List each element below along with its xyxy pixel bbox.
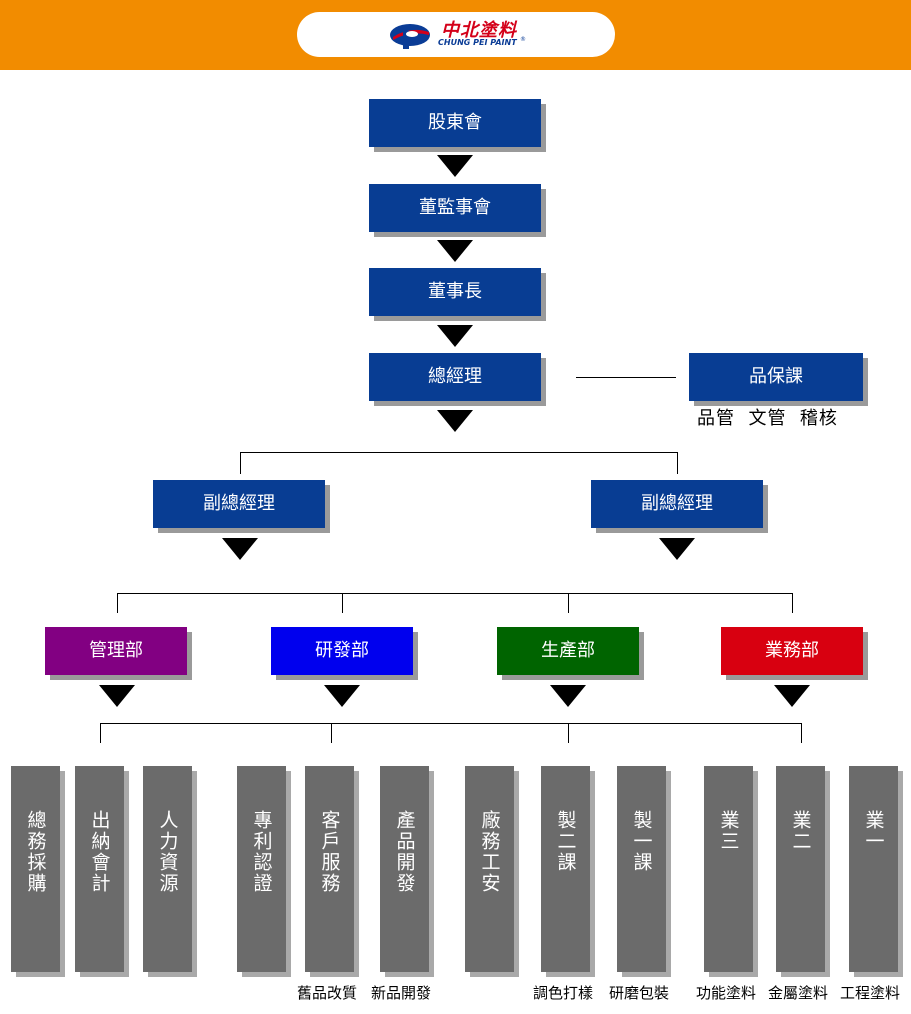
logo-name-en: CHUNG PEI PAINT [438, 38, 517, 47]
connector-line [100, 723, 101, 743]
unit-production-2: 製二課 [541, 766, 590, 972]
node-sales-dept: 業務部 [721, 627, 863, 675]
connector-line [117, 593, 118, 613]
unit-customer-service: 客戶服務 [305, 766, 354, 972]
connector-line [677, 452, 678, 474]
node-board: 董監事會 [369, 184, 541, 232]
header-bar: 中北塗料 CHUNG PEI PAINT ® [0, 0, 911, 70]
logo-name-cn: 中北塗料 [441, 20, 517, 41]
caption: 金屬塗料 [768, 984, 829, 1002]
unit-general-affairs: 總務採購 [11, 766, 60, 972]
unit-accounting: 出納會計 [75, 766, 124, 972]
unit-hr: 人力資源 [143, 766, 192, 972]
caption: 功能塗料 [696, 984, 757, 1002]
qa-subtitle: 品管 文管 稽核 [697, 408, 838, 429]
arrow-down-icon [437, 155, 473, 177]
connector-line [568, 593, 569, 613]
unit-patent: 專利認證 [237, 766, 286, 972]
unit-sales-1: 業一 [849, 766, 898, 972]
arrow-down-icon [324, 685, 360, 707]
arrow-down-icon [774, 685, 810, 707]
connector-line [801, 723, 802, 743]
connector-line [792, 593, 793, 613]
connector-line [568, 723, 569, 743]
connector-line [331, 723, 332, 743]
arrow-down-icon [550, 685, 586, 707]
arrow-down-icon [222, 538, 258, 560]
arrow-down-icon [437, 240, 473, 262]
unit-product-dev: 產品開發 [380, 766, 429, 972]
unit-production-1: 製一課 [617, 766, 666, 972]
arrow-down-icon [437, 325, 473, 347]
connector-line [576, 377, 676, 378]
arrow-down-icon [437, 410, 473, 432]
node-general-manager: 總經理 [369, 353, 541, 401]
node-chairman: 董事長 [369, 268, 541, 316]
node-vice-gm-right: 副總經理 [591, 480, 763, 528]
caption: 工程塗料 [840, 984, 901, 1002]
caption: 舊品改質 [297, 984, 358, 1002]
node-shareholders: 股東會 [369, 99, 541, 147]
node-production-dept: 生產部 [497, 627, 639, 675]
caption: 研磨包裝 [609, 984, 670, 1002]
unit-plant-safety: 廠務工安 [465, 766, 514, 972]
unit-sales-2: 業二 [776, 766, 825, 972]
logo-registered-mark: ® [520, 36, 526, 43]
arrow-down-icon [99, 685, 135, 707]
node-quality-assurance: 品保課 [689, 353, 863, 401]
connector-line [240, 452, 678, 453]
connector-line [117, 593, 793, 594]
connector-line [100, 723, 802, 724]
node-vice-gm-left: 副總經理 [153, 480, 325, 528]
caption: 新品開發 [371, 984, 432, 1002]
arrow-down-icon [659, 538, 695, 560]
caption: 調色打樣 [533, 984, 594, 1002]
logo-mark-icon [390, 24, 430, 49]
logo[interactable]: 中北塗料 CHUNG PEI PAINT ® [297, 12, 615, 57]
node-rnd-dept: 研發部 [271, 627, 413, 675]
unit-sales-3: 業三 [704, 766, 753, 972]
node-management-dept: 管理部 [45, 627, 187, 675]
connector-line [342, 593, 343, 613]
connector-line [240, 452, 241, 474]
